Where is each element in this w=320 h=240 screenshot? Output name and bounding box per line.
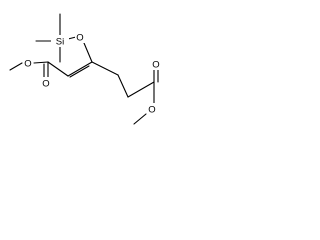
- atom-si: Si: [51, 35, 69, 48]
- atom-o-ester2-carbonyl: O: [151, 58, 161, 71]
- bond-ether-o-methyl: [9, 62, 23, 71]
- bond-si-o: [67, 36, 77, 40]
- atom-o-ester2-ether: O: [147, 103, 157, 116]
- bonds: [9, 13, 159, 125]
- bond-c4-c5: [117, 74, 129, 98]
- bond-c3-c2: [67, 61, 93, 77]
- bond-c2-c1: [47, 61, 69, 77]
- structure-canvas: Si O O O O O: [9, 13, 161, 125]
- atom-o-tms-label: O: [76, 33, 83, 44]
- atom-o-ester1-carbonyl-label: O: [42, 79, 49, 90]
- atom-si-label: Si: [56, 37, 64, 48]
- bond-c1-ether-o: [33, 61, 49, 64]
- bond-ether-o2-methyl: [133, 113, 147, 125]
- bond-c3-c2-second: [69, 65, 90, 78]
- atom-o-ester1-carbonyl: O: [41, 77, 51, 90]
- atom-o-ester2-carbonyl-label: O: [152, 60, 159, 71]
- atom-o-tms: O: [75, 31, 85, 44]
- bond-c5-c6: [127, 81, 155, 98]
- atom-o-ester2-ether-label: O: [148, 105, 155, 116]
- bond-o-c3: [83, 42, 93, 63]
- atom-labels: Si O O O O O: [23, 31, 161, 116]
- atom-o-ester1-ether: O: [23, 57, 33, 70]
- bond-c3-c4: [91, 61, 119, 76]
- atom-o-ester1-ether-label: O: [24, 59, 31, 70]
